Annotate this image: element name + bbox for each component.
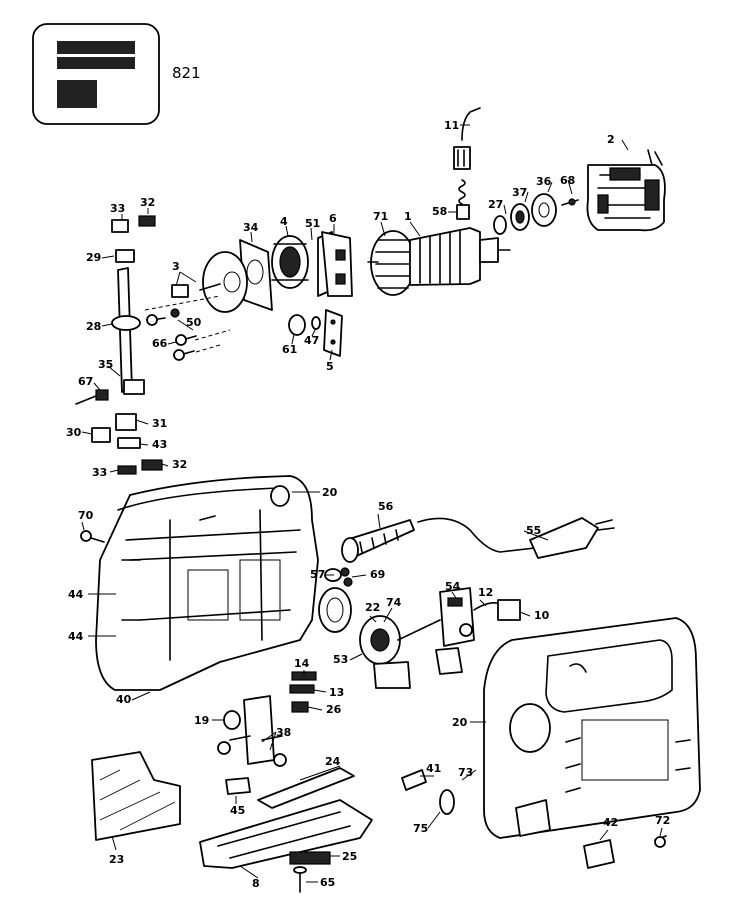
gear-assembly bbox=[239, 231, 353, 311]
part-label: 57 bbox=[310, 568, 325, 581]
part-label: 55 bbox=[526, 524, 541, 537]
part-label: 4 bbox=[280, 215, 288, 228]
part-label: 19 bbox=[194, 714, 209, 727]
part-label: 72 bbox=[655, 814, 670, 827]
roller-guide bbox=[217, 695, 287, 767]
blade-guard bbox=[91, 751, 181, 841]
support-block bbox=[225, 777, 251, 795]
screw-70 bbox=[80, 530, 105, 543]
part-label: 32 bbox=[140, 196, 155, 209]
part-label: 51 bbox=[305, 217, 320, 230]
part-label: 20 bbox=[452, 716, 468, 729]
part-label: 8 bbox=[252, 877, 260, 890]
part-label: 58 bbox=[432, 205, 447, 218]
part-label: 36 bbox=[536, 175, 552, 188]
switch-assembly bbox=[359, 587, 521, 689]
part-label: 71 bbox=[373, 210, 388, 223]
part-label: 37 bbox=[512, 186, 527, 199]
part-label: 22 bbox=[365, 601, 380, 614]
part-label: 32 bbox=[172, 458, 187, 471]
part-label: 1 bbox=[404, 210, 412, 223]
housing-right bbox=[483, 617, 701, 839]
part-label: 12 bbox=[478, 586, 493, 599]
part-label: 70 bbox=[78, 509, 94, 522]
armature bbox=[367, 227, 511, 296]
part-label: 67 bbox=[78, 375, 93, 388]
part-label: 53 bbox=[333, 653, 348, 666]
part-label: 66 bbox=[152, 337, 168, 350]
part-label: 3 bbox=[172, 260, 180, 273]
part-label: 14 bbox=[294, 657, 310, 670]
motor-stator bbox=[586, 149, 666, 232]
part-label: 25 bbox=[342, 850, 357, 863]
part-label: 11 bbox=[444, 119, 459, 132]
blade-clamp bbox=[257, 767, 355, 809]
part-label: 40 bbox=[116, 693, 132, 706]
part-label: 42 bbox=[603, 816, 618, 829]
part-label: 24 bbox=[325, 755, 341, 768]
part-label: 28 bbox=[86, 320, 101, 333]
part-label: 30 bbox=[66, 426, 82, 439]
part-label: 65 bbox=[320, 876, 335, 889]
bearings bbox=[493, 193, 579, 235]
leader-lines bbox=[81, 124, 663, 883]
label-plate-icon bbox=[32, 23, 160, 125]
part-label: 54 bbox=[445, 580, 461, 593]
part-label: 2 bbox=[607, 133, 615, 146]
model-number: 821 bbox=[172, 64, 201, 82]
part-label: 13 bbox=[329, 686, 344, 699]
part-label: 33 bbox=[92, 466, 107, 479]
part-label: 5 bbox=[326, 360, 334, 373]
brush-assembly bbox=[453, 107, 481, 220]
knobs-screws bbox=[401, 769, 667, 869]
part-label: 74 bbox=[386, 596, 402, 609]
part-label: 20 bbox=[322, 486, 338, 499]
part-label: 44 bbox=[68, 630, 84, 643]
housing-left bbox=[95, 475, 319, 691]
base-shoe bbox=[199, 799, 373, 893]
grommet bbox=[318, 587, 352, 633]
plunger-bearings bbox=[288, 309, 343, 357]
part-label: 41 bbox=[426, 762, 441, 775]
part-label: 31 bbox=[152, 417, 167, 430]
cord-assembly bbox=[341, 517, 615, 563]
part-label: 27 bbox=[488, 198, 503, 211]
part-label: 61 bbox=[282, 343, 297, 356]
part-label: 26 bbox=[326, 703, 342, 716]
part-label: 73 bbox=[458, 766, 473, 779]
guide-blocks-top bbox=[111, 215, 156, 233]
part-label: 56 bbox=[378, 500, 394, 513]
part-label: 6 bbox=[329, 212, 337, 225]
part-label: 47 bbox=[304, 334, 319, 347]
part-label: 34 bbox=[243, 221, 259, 234]
guide-blocks-lower bbox=[91, 413, 163, 475]
part-label: 44 bbox=[68, 588, 84, 601]
part-label: 29 bbox=[86, 251, 101, 264]
part-label: 23 bbox=[109, 853, 124, 866]
part-label: 45 bbox=[230, 804, 245, 817]
strain-relief bbox=[324, 567, 353, 587]
part-label: 75 bbox=[413, 822, 428, 835]
part-labels: 11 2 58 27 37 36 68 71 1 6 51 4 34 33 32… bbox=[66, 119, 670, 890]
part-label: 43 bbox=[152, 438, 167, 451]
switch-contacts bbox=[289, 671, 317, 713]
screws bbox=[144, 295, 231, 361]
part-label: 38 bbox=[276, 726, 291, 739]
part-label: 10 bbox=[534, 609, 550, 622]
plunger-rod bbox=[75, 249, 145, 405]
part-label: 69 bbox=[370, 568, 385, 581]
part-label: 33 bbox=[110, 202, 125, 215]
part-label: 50 bbox=[186, 316, 202, 329]
